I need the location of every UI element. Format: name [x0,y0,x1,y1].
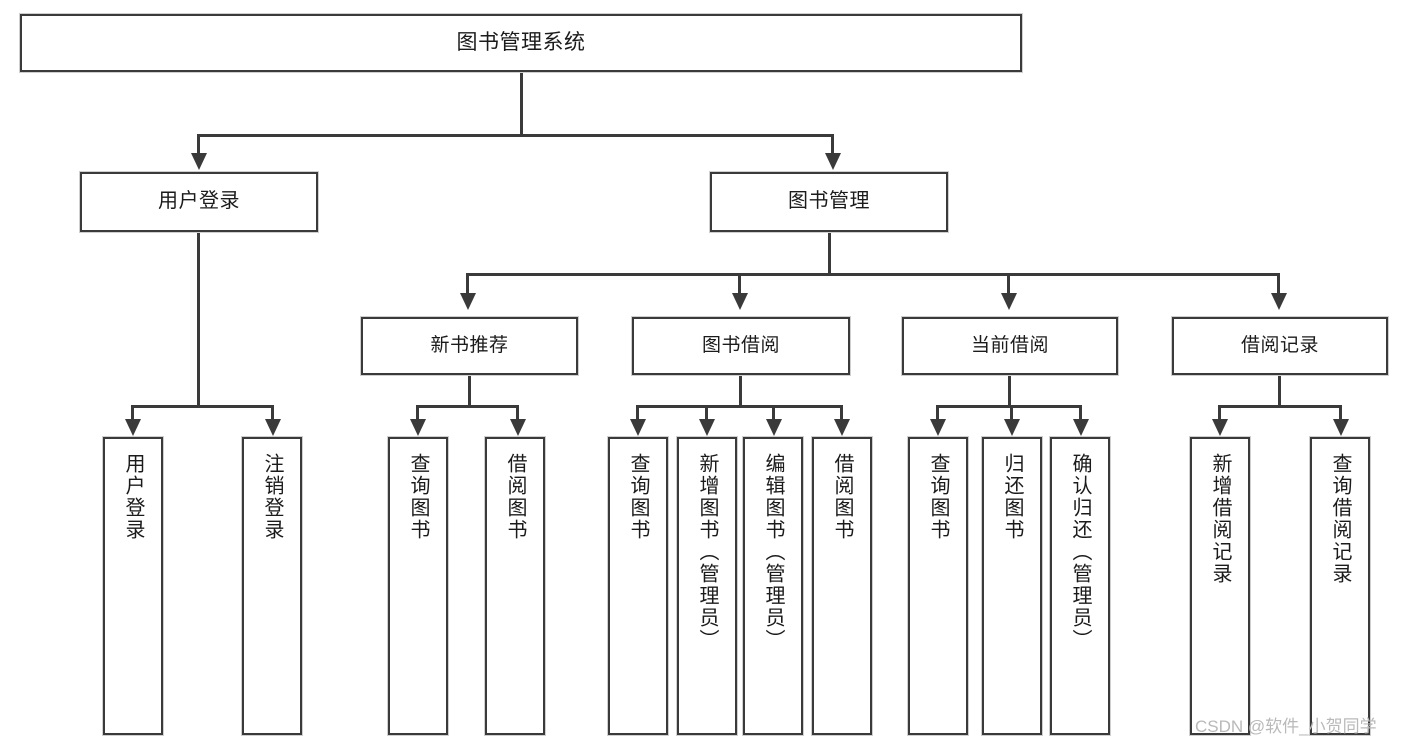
connector-user-login-to-leaf2 [271,405,274,421]
node-label: 归还图书 [1001,453,1023,541]
leaf-borrow-book[interactable]: 借阅图书 [812,437,872,735]
connector-book-mgmt-stem [828,232,831,275]
arrow-borrow-to-leaf1 [630,419,646,436]
arrow-records-to-leaf1 [1212,419,1228,436]
arrow-book-mgmt-to-borrow [732,293,748,310]
connector-records-stem [1278,375,1281,407]
connector-user-login-to-leaf1 [131,405,134,421]
leaf-borrow-books-new[interactable]: 借阅图书 [485,437,545,735]
node-label: 借阅记录 [1240,334,1319,356]
node-borrow-records[interactable]: 借阅记录 [1172,317,1388,375]
connector-new-books-to-leaf2 [516,405,519,421]
node-label: 借阅图书 [504,453,526,541]
arrow-borrow-to-leaf4 [834,419,850,436]
arrow-records-to-leaf2 [1333,419,1349,436]
arrow-new-books-to-leaf1 [410,419,426,436]
connector-book-mgmt-to-borrow [738,273,741,295]
node-label: 图书借阅 [701,334,780,356]
node-user-login[interactable]: 用户登录 [80,172,318,232]
connector-book-mgmt-to-records [1277,273,1280,295]
connector-current-stem [1008,375,1011,407]
connector-current-to-leaf2 [1010,405,1013,421]
arrow-user-login-to-leaf1 [125,419,141,436]
node-label: 新书推荐 [430,334,509,356]
connector-book-mgmt-to-current [1007,273,1010,295]
connector-records-to-leaf1 [1218,405,1221,421]
connector-current-to-leaf1 [936,405,939,421]
connector-current-bus [936,405,1082,408]
node-label: 查询图书 [927,453,949,541]
node-label: 新增图书（管理员） [696,453,718,651]
node-root-system[interactable]: 图书管理系统 [20,14,1022,72]
node-label: 注销登录 [261,453,283,541]
arrow-user-login-to-leaf2 [265,419,281,436]
node-book-management[interactable]: 图书管理 [710,172,948,232]
leaf-query-books-borrow[interactable]: 查询图书 [608,437,668,735]
node-label: 借阅图书 [831,453,853,541]
connector-borrow-to-leaf3 [772,405,775,421]
connector-records-to-leaf2 [1339,405,1342,421]
connector-borrow-stem [739,375,742,407]
connector-current-to-leaf3 [1079,405,1082,421]
node-label: 查询图书 [407,453,429,541]
arrow-book-mgmt-to-current [1001,293,1017,310]
leaf-user-login[interactable]: 用户登录 [103,437,163,735]
node-label: 新增借阅记录 [1209,453,1231,585]
arrow-borrow-to-leaf3 [766,419,782,436]
connector-borrow-to-leaf2 [705,405,708,421]
arrow-book-mgmt-to-new-books [460,293,476,310]
node-book-borrow[interactable]: 图书借阅 [632,317,850,375]
connector-borrow-to-leaf1 [636,405,639,421]
leaf-add-borrow-record[interactable]: 新增借阅记录 [1190,437,1250,735]
connector-records-bus [1218,405,1342,408]
arrow-borrow-to-leaf2 [699,419,715,436]
node-label: 用户登录 [158,190,240,213]
leaf-user-logout[interactable]: 注销登录 [242,437,302,735]
leaf-add-book-admin[interactable]: 新增图书（管理员） [677,437,737,735]
connector-new-books-stem [468,375,471,407]
leaf-query-books-current[interactable]: 查询图书 [908,437,968,735]
node-label: 图书管理 [788,190,870,213]
connector-user-login-bus [131,405,274,408]
node-current-borrow[interactable]: 当前借阅 [902,317,1118,375]
connector-borrow-to-leaf4 [840,405,843,421]
connector-root-stem [520,72,523,134]
node-new-book-recommend[interactable]: 新书推荐 [361,317,578,375]
connector-root-to-book-mgmt [831,134,834,155]
node-label: 图书管理系统 [456,30,586,54]
node-label: 确认归还（管理员） [1069,453,1091,651]
node-label: 用户登录 [122,453,144,541]
node-label: 查询图书 [627,453,649,541]
connector-book-mgmt-to-new-books [466,273,469,295]
arrow-book-mgmt-to-records [1271,293,1287,310]
arrow-current-to-leaf3 [1073,419,1089,436]
arrow-current-to-leaf2 [1004,419,1020,436]
arrow-current-to-leaf1 [930,419,946,436]
leaf-query-books-new[interactable]: 查询图书 [388,437,448,735]
arrow-root-to-user-login [191,153,207,170]
leaf-return-book[interactable]: 归还图书 [982,437,1042,735]
arrow-new-books-to-leaf2 [510,419,526,436]
arrow-root-to-book-mgmt [825,153,841,170]
connector-new-books-to-leaf1 [416,405,419,421]
connector-book-mgmt-bus [466,273,1280,276]
connector-root-to-user-login [197,134,200,155]
node-label: 当前借阅 [970,334,1049,356]
leaf-edit-book-admin[interactable]: 编辑图书（管理员） [743,437,803,735]
node-label: 查询借阅记录 [1329,453,1351,585]
node-label: 编辑图书（管理员） [762,453,784,651]
connector-new-books-bus [416,405,519,408]
connector-root-bus [197,134,834,137]
connector-borrow-bus [636,405,843,408]
leaf-confirm-return-admin[interactable]: 确认归还（管理员） [1050,437,1110,735]
connector-user-login-stem [197,232,200,407]
leaf-query-borrow-record[interactable]: 查询借阅记录 [1310,437,1370,735]
